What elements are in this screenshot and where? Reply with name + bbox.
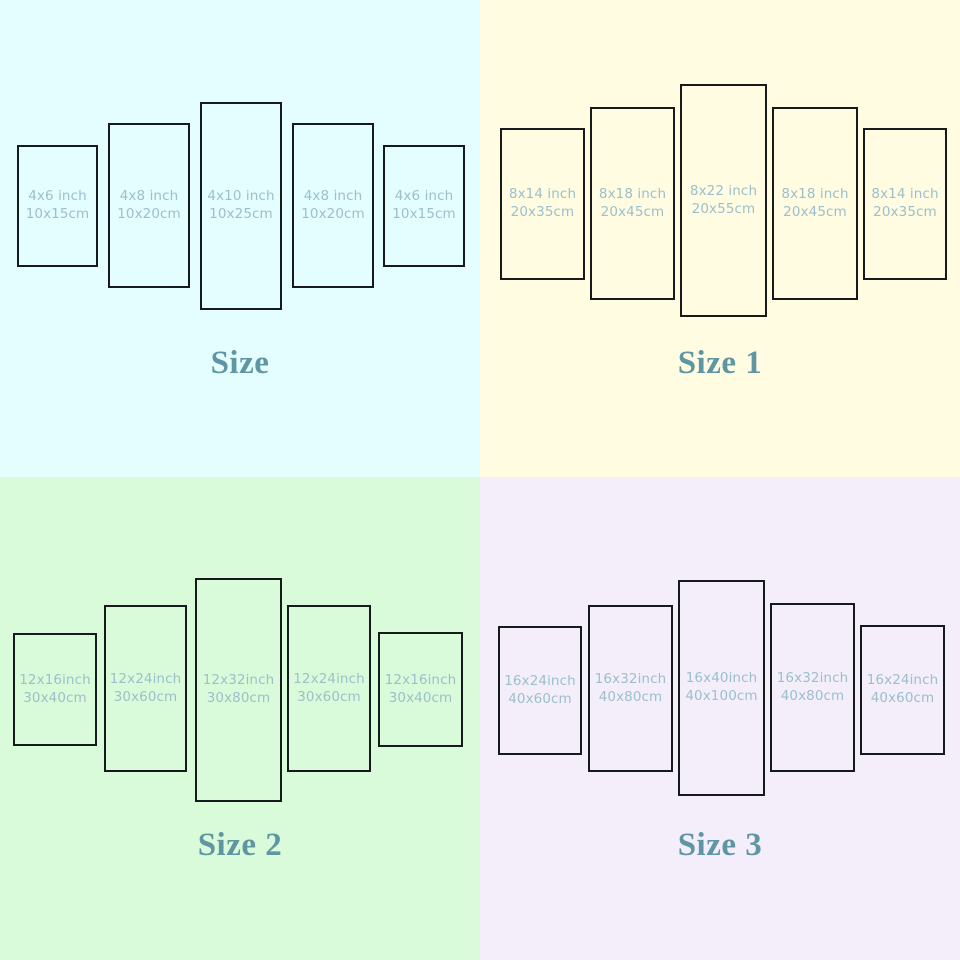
size-panel-label-inch: 12x24inch — [109, 670, 182, 687]
size-panel-label-inch: 8x18 inch — [781, 185, 849, 202]
size-panel-label-cm: 20x45cm — [600, 203, 665, 220]
size-panel-label-cm: 20x45cm — [783, 203, 847, 220]
size-panel-label-cm: 10x15cm — [25, 206, 90, 222]
size-panel-label-inch: 16x24inch — [866, 672, 939, 689]
size-panel-label-cm: 10x25cm — [209, 206, 273, 222]
size-panel-label-cm: 40x80cm — [780, 687, 845, 704]
group-title-size-3: Size 3 — [677, 827, 763, 863]
size-panel-label-cm: 30x60cm — [297, 688, 361, 705]
size-panel-label-inch: 12x32inch — [202, 672, 275, 689]
size-panel-label-cm: 40x80cm — [598, 688, 663, 705]
size-panel-label-inch: 12x16inch — [384, 671, 457, 688]
size-panel-label-inch: 8x14 inch — [871, 186, 939, 203]
size-panel-label-inch: 16x32inch — [776, 669, 849, 686]
size-panel-label-cm: 10x20cm — [301, 205, 365, 222]
size-panel-label-inch: 4x8 inch — [119, 187, 179, 204]
size-panel-label-inch: 8x14 inch — [508, 186, 577, 203]
size-panel-label-cm: 30x80cm — [206, 690, 271, 706]
size-panel-label-cm: 20x55cm — [691, 200, 756, 217]
group-title-size: Size — [210, 345, 270, 381]
size-panel-label-inch: 4x10 inch — [207, 188, 275, 205]
size-panel-label-cm: 30x60cm — [113, 688, 178, 705]
size-panel-label-cm: 40x60cm — [508, 690, 572, 707]
size-panel-label-cm: 40x60cm — [870, 690, 935, 706]
size-panel-label-cm: 20x35cm — [510, 204, 575, 220]
size-panel-label-cm: 10x20cm — [117, 205, 181, 222]
size-panel-label-inch: 4x6 inch — [28, 188, 87, 205]
size-panel-label-cm: 40x100cm — [685, 688, 758, 704]
group-title-size-2: Size 2 — [197, 827, 283, 863]
size-panel-label-inch: 8x22 inch — [689, 182, 758, 199]
size-panel-label-inch: 4x8 inch — [303, 187, 363, 204]
size-panel-label-cm: 30x40cm — [23, 689, 87, 706]
size-panel-label-inch: 12x24inch — [293, 670, 365, 687]
size-panel-label-inch: 8x18 inch — [598, 185, 667, 202]
size-panel-label-inch: 16x24inch — [504, 672, 576, 689]
size-panel-label-inch: 16x40inch — [685, 670, 758, 687]
size-panel-label-cm: 10x15cm — [392, 206, 456, 222]
size-panel-label-inch: 4x6 inch — [394, 188, 454, 205]
size-panel-label-inch: 16x32inch — [594, 670, 667, 687]
size-panel-label-cm: 30x40cm — [388, 689, 453, 706]
size-panel-label-cm: 20x35cm — [873, 204, 937, 220]
size-panel-label-inch: 12x16inch — [19, 671, 91, 688]
group-title-size-1: Size 1 — [677, 345, 763, 381]
